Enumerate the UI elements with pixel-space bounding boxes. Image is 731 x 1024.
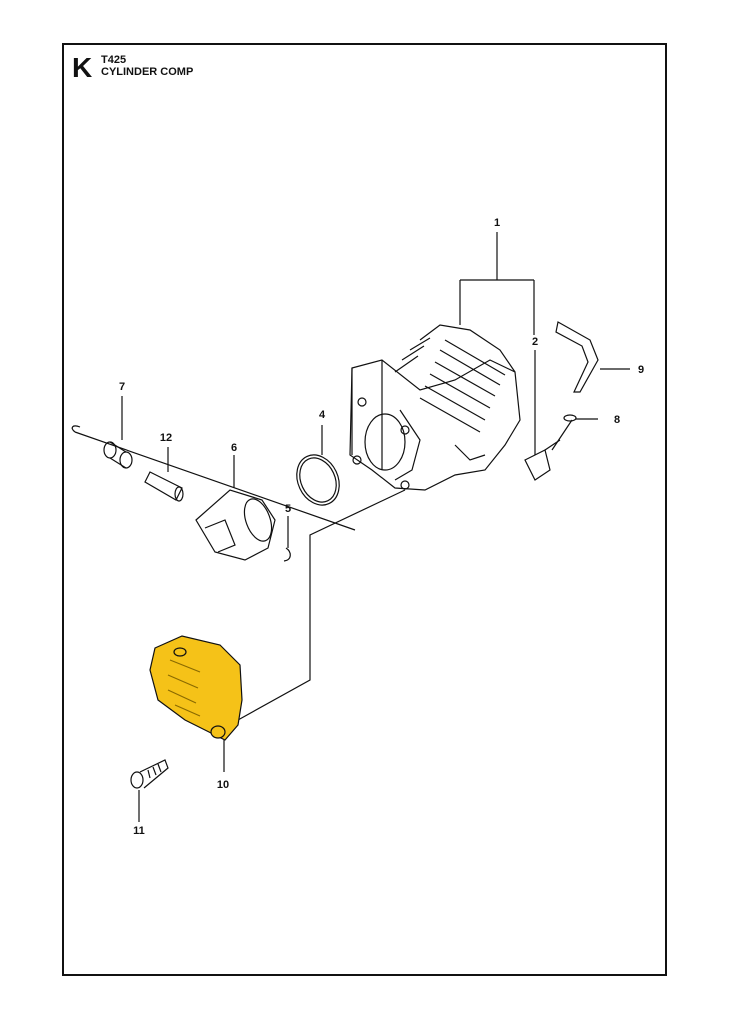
callout-4: 4 — [319, 409, 326, 421]
leader-1 — [459, 232, 535, 335]
callout-9: 9 — [638, 364, 644, 376]
screw — [130, 759, 169, 789]
callout-10: 10 — [217, 779, 229, 791]
callout-12: 12 — [160, 432, 172, 444]
retaining-ring — [283, 547, 291, 562]
left-clip — [71, 425, 81, 433]
callout-6: 6 — [231, 442, 237, 454]
piston-pin — [144, 471, 184, 502]
callout-1: 1 — [494, 217, 500, 229]
callout-2: 2 — [532, 336, 538, 348]
diagram-frame — [62, 43, 667, 976]
assembly-title: CYLINDER COMP — [101, 66, 194, 78]
model-number: T425 — [101, 54, 127, 66]
cylinder — [349, 324, 521, 491]
needle-bearing — [103, 441, 133, 469]
callout-11: 11 — [133, 825, 145, 837]
callout-8: 8 — [614, 414, 620, 426]
cylinder-cover — [149, 635, 243, 741]
assembly-axis — [74, 431, 406, 721]
hose — [555, 321, 599, 393]
callout-5: 5 — [285, 503, 291, 515]
section-letter: K — [72, 52, 93, 83]
callout-numbers: 1 2 4 5 6 7 8 9 10 11 12 — [119, 217, 644, 837]
gasket-ring — [296, 454, 340, 506]
leader-lines — [74, 232, 630, 822]
piston — [195, 489, 276, 561]
callout-7: 7 — [119, 381, 125, 393]
hose-clip — [551, 414, 577, 451]
